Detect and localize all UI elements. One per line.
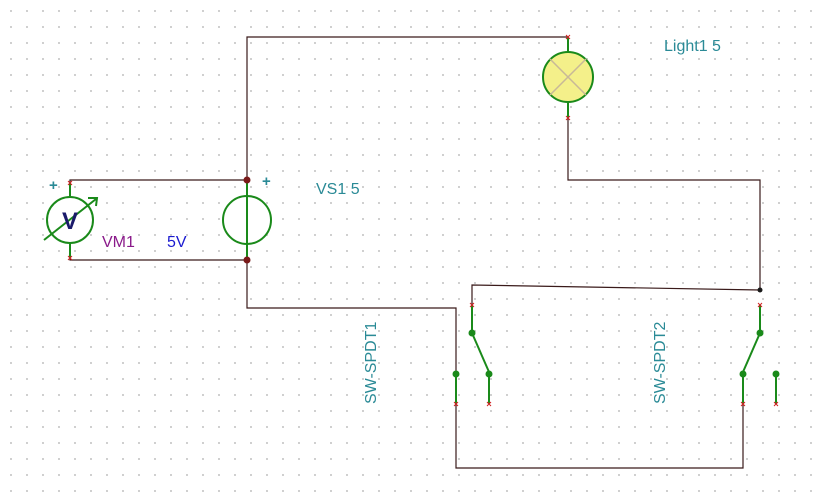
- switch-sw-spdt2[interactable]: [739, 305, 780, 404]
- terminal-vm-bottom: [67, 255, 73, 261]
- vm-reading-label: 5V: [167, 234, 187, 251]
- terminal-sw1-common: [469, 302, 475, 308]
- vm-symbol: V: [62, 208, 78, 235]
- vs-plus-sign: +: [262, 173, 271, 190]
- terminal-lamp-top: [565, 34, 571, 40]
- sw1-blade: [471, 332, 490, 373]
- junction-right-rail: [757, 287, 763, 293]
- wire-vm-bottom: [69, 258, 247, 261]
- wire-vs-to-lamp: [246, 36, 568, 180]
- sw2-blade: [742, 332, 761, 373]
- lamp-label: Light1 5: [664, 38, 721, 55]
- vm-name-label: VM1: [102, 234, 135, 251]
- sw1-label: SW-SPDT1: [363, 321, 380, 404]
- terminal-sw2-left: [740, 401, 746, 407]
- junctions: [243, 176, 763, 293]
- vm-arrow: [43, 198, 97, 241]
- wire-bottom-loop: [455, 404, 744, 469]
- wire-vs-to-sw1: [246, 260, 457, 372]
- switch-sw-spdt1[interactable]: [452, 305, 493, 404]
- terminal-marks: [67, 34, 779, 407]
- lamp-cross-b: [549, 58, 587, 96]
- terminal-lamp-bottom: [565, 115, 571, 121]
- voltage-source[interactable]: [222, 180, 272, 260]
- wire-lamp-to-right-rail: [567, 118, 761, 290]
- terminal-vm-top: [67, 180, 73, 186]
- wire-traveler-top: [471, 284, 761, 305]
- terminal-sw2-right: [773, 401, 779, 407]
- terminal-sw2-common: [757, 302, 763, 308]
- vm-arrow-head: [88, 197, 99, 207]
- wire-vm-top: [69, 179, 247, 183]
- terminal-sw1-right: [486, 401, 492, 407]
- voltmeter[interactable]: V: [43, 183, 99, 258]
- sw2-label: SW-SPDT2: [652, 321, 669, 404]
- terminal-sw1-left: [453, 401, 459, 407]
- junction-vs-top: [243, 176, 251, 184]
- vm-plus-sign: +: [49, 177, 58, 194]
- junction-vs-bottom: [243, 256, 251, 264]
- lamp[interactable]: [542, 37, 594, 118]
- vs-label: VS1 5: [316, 181, 360, 198]
